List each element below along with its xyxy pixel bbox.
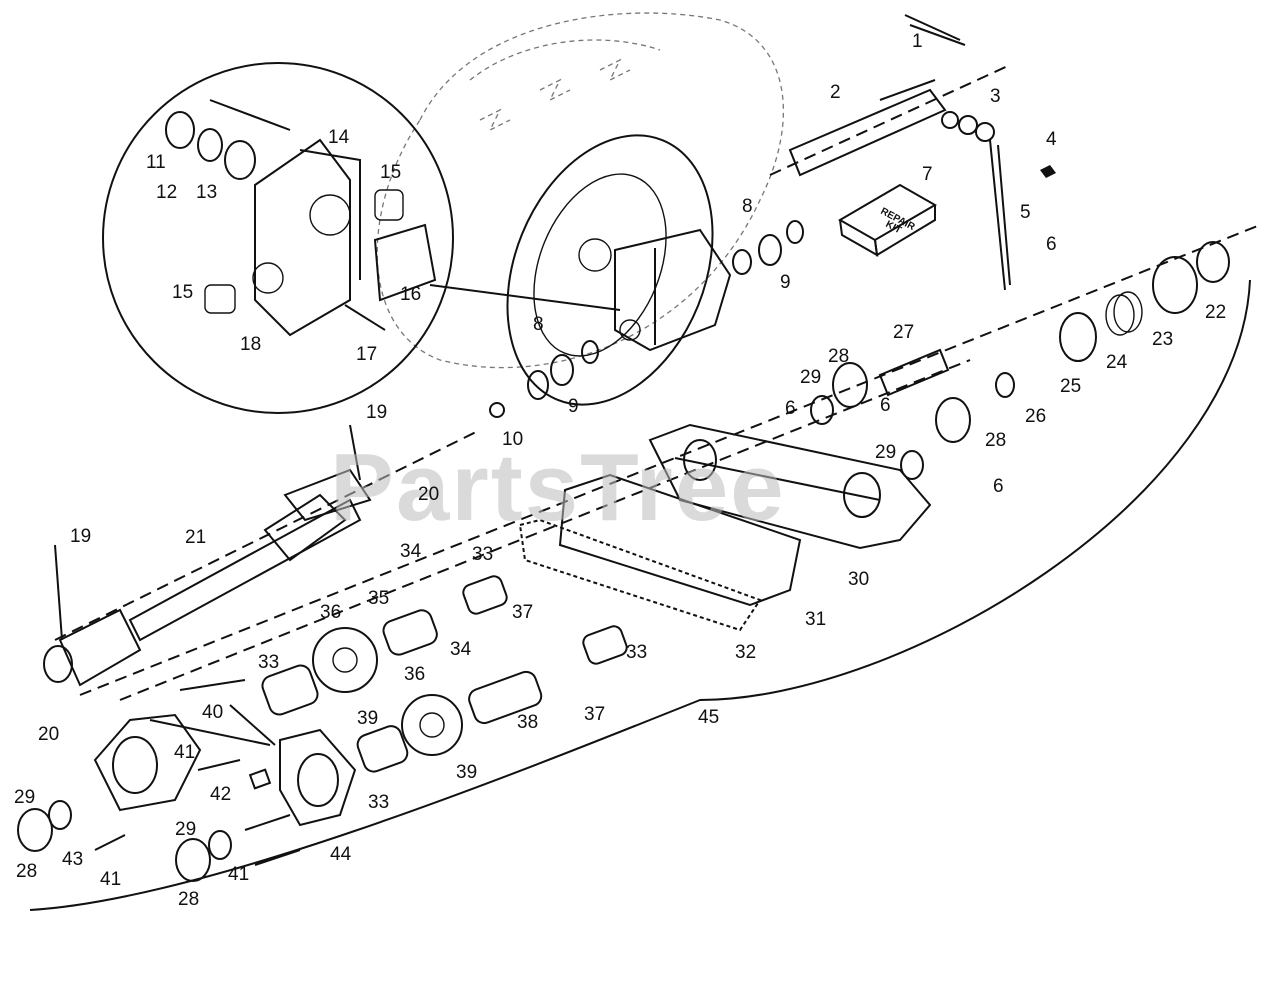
callout: 14 (328, 127, 350, 148)
callout: 44 (330, 844, 352, 865)
callout: 17 (356, 344, 377, 365)
callout: 30 (848, 569, 869, 590)
chain-case (518, 423, 932, 632)
callout: 16 (400, 284, 421, 305)
callout: 9 (780, 272, 791, 293)
callout: 42 (210, 784, 231, 805)
callout: 6 (993, 476, 1004, 497)
callout: 45 (698, 707, 719, 728)
callout: 28 (16, 861, 37, 882)
callout: 32 (735, 642, 756, 663)
callout: 41 (174, 742, 195, 763)
callout: 13 (196, 182, 217, 203)
centerlines (54, 64, 1261, 701)
callout: 9 (568, 396, 579, 417)
callout: 12 (156, 182, 177, 203)
callout: 10 (502, 429, 523, 450)
callout: 18 (240, 334, 261, 355)
callout: 29 (800, 367, 821, 388)
callout: 7 (922, 164, 933, 185)
callout: 22 (1205, 302, 1226, 323)
callout: 23 (1152, 329, 1173, 350)
callout: 28 (178, 889, 199, 910)
callout: 34 (400, 541, 422, 562)
callout: 37 (584, 704, 605, 725)
callout: 29 (14, 787, 35, 808)
end-housings (17, 679, 357, 882)
callout: 40 (202, 702, 223, 723)
callout: 28 (828, 346, 849, 367)
tire-outline (376, 12, 785, 369)
callout: 15 (172, 282, 193, 303)
callout: 41 (100, 869, 121, 890)
callout: 4 (1046, 129, 1057, 150)
callout: 19 (70, 526, 91, 547)
callout: 33 (258, 652, 279, 673)
callout: 34 (450, 639, 472, 660)
callout: 24 (1106, 352, 1128, 373)
callout: 21 (185, 527, 206, 548)
callout: 38 (517, 712, 538, 733)
callout: 3 (990, 86, 1001, 107)
callout: 36 (404, 664, 425, 685)
assembly-bracket (29, 279, 1251, 911)
gear-train (261, 575, 628, 773)
callout: 19 (366, 402, 387, 423)
callout: 20 (38, 724, 59, 745)
repair-kit-box (838, 183, 937, 257)
callout: 36 (320, 602, 341, 623)
watermark: PartsTree (330, 434, 786, 541)
callout-labels: 1 2 3 4 5 6 6 6 6 7 8 8 9 9 10 11 12 13 … (14, 31, 1226, 910)
callout: 35 (368, 588, 389, 609)
callout: 20 (418, 484, 439, 505)
callout: 33 (472, 544, 493, 565)
callout: 43 (62, 849, 83, 870)
callout: 6 (785, 398, 796, 419)
callout: 25 (1060, 376, 1081, 397)
shaft-assembly-top (788, 14, 1056, 291)
callout: 11 (146, 152, 166, 173)
callout: 29 (175, 819, 196, 840)
callout: 8 (742, 196, 753, 217)
callout: 31 (805, 609, 826, 630)
callout: 1 (912, 31, 923, 52)
callout: 2 (830, 82, 841, 103)
driveshaft (43, 424, 372, 687)
callout: 33 (626, 642, 647, 663)
inset-leader (429, 284, 621, 311)
callout: 26 (1025, 406, 1046, 427)
callout: 33 (368, 792, 389, 813)
axle-housing (614, 228, 732, 352)
callout: 6 (1046, 234, 1057, 255)
wheel-rim (506, 134, 714, 406)
callout: 6 (880, 395, 891, 416)
callout: 28 (985, 430, 1006, 451)
washers-wheel (489, 220, 804, 418)
callout: 41 (228, 864, 249, 885)
callout: 5 (1020, 202, 1031, 223)
callout: 37 (512, 602, 533, 623)
callout: 8 (533, 314, 544, 335)
callout: 15 (380, 162, 401, 183)
callout: 39 (456, 762, 477, 783)
callout: 29 (875, 442, 896, 463)
callout: 27 (893, 322, 914, 343)
detail-inset (102, 62, 454, 414)
right-seals (810, 241, 1230, 480)
callout: 39 (357, 708, 378, 729)
